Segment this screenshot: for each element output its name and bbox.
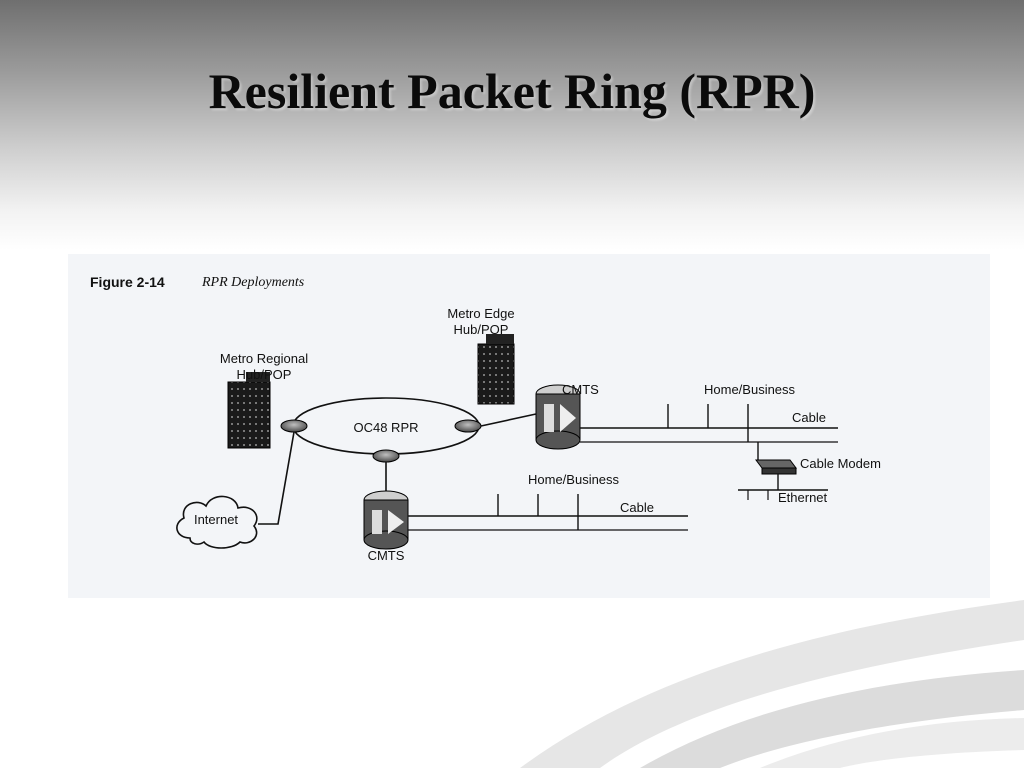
cable-bottom-label: Cable: [620, 500, 654, 515]
internet-cloud-icon: [176, 495, 258, 549]
cmts-bottom-icon: [363, 490, 409, 550]
home-business-top-label: Home/Business: [704, 382, 796, 397]
ethernet-label: Ethernet: [778, 490, 828, 505]
router-icon-bottom: [372, 449, 400, 463]
cmts-bottom-label: CMTS: [368, 548, 405, 563]
metro-edge-building-icon: [477, 334, 515, 405]
router-icon-right: [454, 419, 482, 433]
figure-caption: RPR Deployments: [201, 275, 305, 290]
cable-modem-label: Cable Modem: [800, 456, 881, 471]
decorative-swoosh: [520, 600, 1024, 768]
metro-regional-label-2: Hub/POP: [237, 367, 292, 382]
ring-label: OC48 RPR: [353, 420, 418, 435]
cable-top-label: Cable: [792, 410, 826, 425]
metro-edge-label-1: Metro Edge: [447, 306, 514, 321]
rpr-deployment-figure: Figure 2-14 RPR Deployments OC48 RPR Met…: [68, 254, 990, 598]
cmts-top-label: CMTS: [562, 382, 599, 397]
network-diagram: Figure 2-14 RPR Deployments OC48 RPR Met…: [90, 274, 881, 563]
metro-edge-label-2: Hub/POP: [454, 322, 509, 337]
metro-regional-label-1: Metro Regional: [220, 351, 308, 366]
internet-label: Internet: [194, 512, 238, 527]
slide-title: Resilient Packet Ring (RPR): [208, 63, 816, 119]
cable-modem-icon: [755, 459, 797, 475]
metro-regional-building-icon: [227, 372, 271, 449]
home-business-bottom-label: Home/Business: [528, 472, 620, 487]
figure-number: Figure 2-14: [90, 274, 165, 290]
cmts-top-icon: [535, 384, 581, 450]
router-icon-left: [280, 419, 308, 433]
